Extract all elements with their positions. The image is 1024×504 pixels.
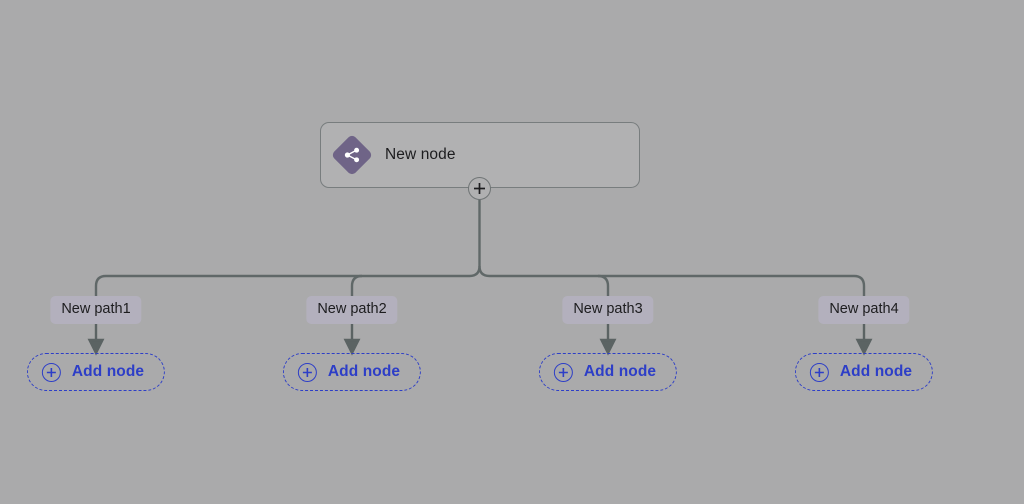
plus-circle-icon — [553, 362, 573, 382]
edge-bus-left — [94, 265, 481, 298]
plus-circle-icon — [809, 362, 829, 382]
path-label-4[interactable]: New path4 — [818, 296, 910, 324]
path-label-2[interactable]: New path2 — [306, 296, 398, 324]
add-node-label-4: Add node — [839, 363, 913, 380]
branch-arrows — [87, 322, 873, 356]
root-node-card[interactable]: New node — [320, 122, 640, 188]
edge-bus-right — [478, 265, 866, 298]
path-label-3[interactable]: New path3 — [562, 296, 654, 324]
add-node-button-3[interactable]: Add node — [538, 353, 678, 391]
edge-branch-2 — [350, 274, 363, 298]
add-branch-plus-button[interactable] — [468, 177, 491, 200]
branch-diamond-icon — [330, 133, 374, 177]
add-node-button-4[interactable]: Add node — [794, 353, 934, 391]
add-node-button-1[interactable]: Add node — [26, 353, 166, 391]
plus-circle-icon — [41, 362, 61, 382]
plus-icon — [474, 183, 485, 194]
plus-circle-icon — [297, 362, 317, 382]
add-node-label-1: Add node — [71, 363, 145, 380]
add-node-label-2: Add node — [327, 363, 401, 380]
add-node-label-3: Add node — [583, 363, 657, 380]
edge-branch-3 — [597, 274, 610, 298]
add-node-button-2[interactable]: Add node — [282, 353, 422, 391]
path-label-1[interactable]: New path1 — [50, 296, 142, 324]
root-node-title: New node — [385, 146, 456, 163]
